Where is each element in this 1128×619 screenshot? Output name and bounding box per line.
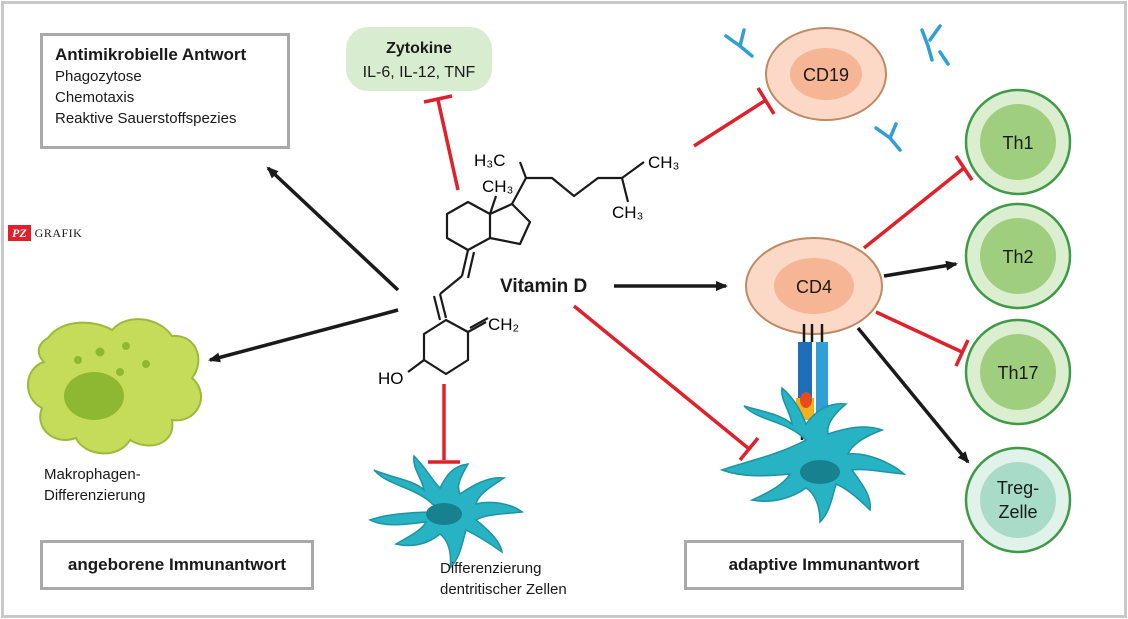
inhibit-th1 xyxy=(862,166,966,250)
th1-label: Th1 xyxy=(1002,133,1033,153)
cd19-nucleus xyxy=(790,48,862,100)
adaptive-response-box: adaptive Immunantwort xyxy=(684,540,964,590)
th2-cell xyxy=(964,202,1072,310)
arrow-cd4-to-treg xyxy=(856,326,970,464)
vitamin-d-molecule xyxy=(407,161,645,376)
cd4-label: CD4 xyxy=(796,277,832,297)
treg-label-line2: Zelle xyxy=(998,502,1037,522)
antimicrobial-item-0: Phagozytose xyxy=(55,68,142,85)
molecule-h3c: H₃C xyxy=(474,151,505,170)
dendritic-innate-nucleus xyxy=(426,503,462,525)
th17-cell xyxy=(964,318,1072,426)
dendritic-adaptive-nucleus xyxy=(800,460,840,484)
innate-response-label: angeborene Immunantwort xyxy=(67,555,287,574)
molecule-ch3-right: CH₃ xyxy=(648,153,679,172)
arrow-to-antimicrobial xyxy=(266,166,400,292)
molecule-ch3-angular: CH₃ xyxy=(482,177,513,196)
inhibit-cd19-bar xyxy=(756,87,776,115)
antimicrobial-item-2: Reaktive Sauerstoffspezies xyxy=(55,110,237,127)
inhibit-th17-bar xyxy=(954,339,970,367)
th17-label: Th17 xyxy=(997,363,1038,383)
treg-label-line1: Treg- xyxy=(997,478,1039,498)
cd19-label: CD19 xyxy=(803,65,849,85)
th2-label: Th2 xyxy=(1002,247,1033,267)
treg-cell xyxy=(964,446,1072,554)
inhibit-dendritic-adaptive-bar xyxy=(738,436,760,462)
molecule-ch2: CH₂ xyxy=(488,315,519,334)
innate-response-box: angeborene Immunantwort xyxy=(40,540,314,590)
dendritic-cell-adaptive xyxy=(719,386,907,524)
arrow-to-macrophage xyxy=(208,308,399,363)
macrophage-label-line1: Makrophagen- xyxy=(44,466,141,483)
inhibit-cytokines-bar xyxy=(423,94,453,104)
inhibit-cd19 xyxy=(693,98,767,148)
antimicrobial-title: Antimikrobielle Antwort xyxy=(55,45,247,64)
cytokines-list: IL-6, IL-12, TNF xyxy=(363,64,476,81)
pz-badge: PZ xyxy=(8,225,31,241)
antimicrobial-box: Antimikrobielle Antwort Phagozytose Chem… xyxy=(40,33,290,149)
antimicrobial-item-1: Chemotaxis xyxy=(55,89,135,106)
dendritic-label-line2: dentritischer Zellen xyxy=(440,581,567,598)
macrophage-granules xyxy=(74,342,150,376)
th1-cell xyxy=(964,88,1072,196)
macrophage-label: Makrophagen- Differenzierung xyxy=(44,464,145,506)
dendritic-label: Differenzierung dentritischer Zellen xyxy=(440,558,567,600)
inhibit-th1-bar xyxy=(954,155,974,181)
cd4-nucleus xyxy=(774,258,854,314)
molecule-ho: HO xyxy=(378,369,404,388)
antibody-icon xyxy=(724,24,950,152)
macrophage-label-line2: Differenzierung xyxy=(44,487,146,504)
inhibit-dendritic-adaptive xyxy=(572,304,750,450)
pz-grafik-logo: PZ GRAFIK xyxy=(8,225,82,241)
inhibit-th17 xyxy=(875,310,963,354)
arrow-cd4-to-th2 xyxy=(883,260,958,278)
macrophage-nucleus xyxy=(64,372,124,420)
molecule-ch3-bottom: CH₃ xyxy=(612,203,643,222)
dendritic-label-line1: Differenzierung xyxy=(440,560,542,577)
inhibit-cytokines xyxy=(436,99,460,191)
cytokines-title: Zytokine xyxy=(386,40,452,57)
adaptive-response-label: adaptive Immunantwort xyxy=(728,555,920,574)
grafik-text: GRAFIK xyxy=(34,225,83,240)
cytokines-bubble xyxy=(346,27,492,91)
vitamin-d-label: Vitamin D xyxy=(500,276,587,297)
